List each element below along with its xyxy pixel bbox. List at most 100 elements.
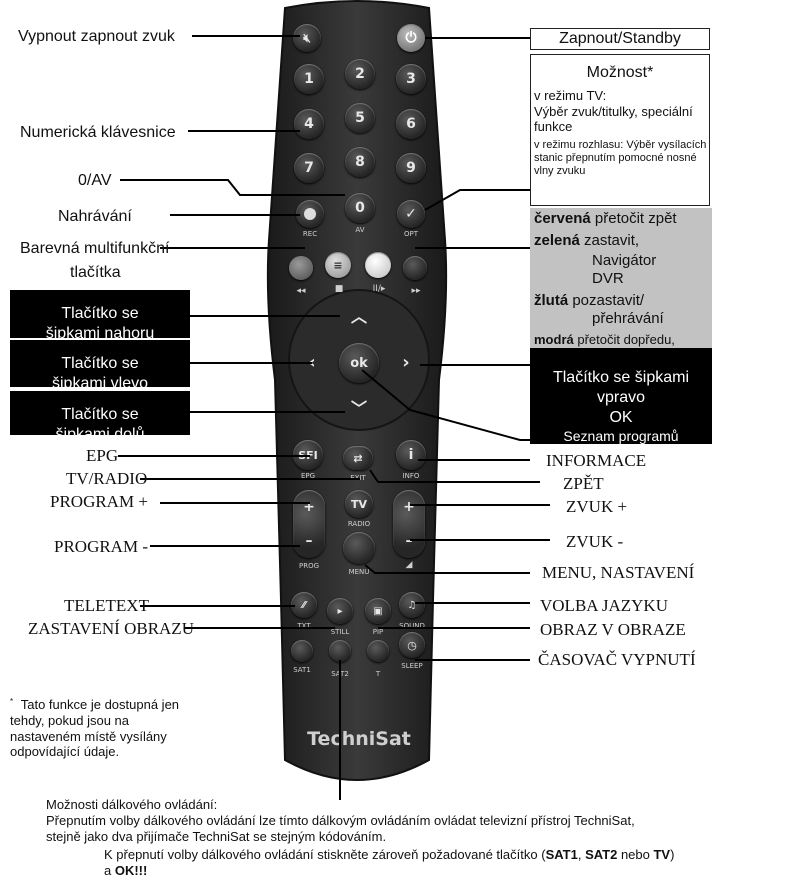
sfi-button[interactable]: SFI [293, 440, 323, 470]
mute-button[interactable]: 🔇︎ [293, 24, 321, 52]
digit-2-button[interactable]: 2 [345, 59, 375, 89]
check-icon: ✓ [405, 206, 417, 222]
sound-button[interactable]: ♫ [399, 592, 425, 618]
arrow-down-button[interactable]: ﹀ [341, 392, 377, 422]
list-icon: ≡ [333, 258, 343, 272]
brand-logo: TechniSat [307, 728, 411, 750]
sleep-button[interactable]: ◷ [399, 632, 425, 658]
forward-icon: ▸▸ [411, 286, 421, 296]
option-radio: v režimu rozhlasu: Výběr vysílacích stan… [531, 135, 709, 179]
digit-7-button[interactable]: 7 [294, 153, 324, 183]
minus-icon: – [405, 533, 413, 549]
bottom-line-1: Možnosti dálkového ovládání: [46, 797, 218, 812]
label-color-2: tlačítka [70, 264, 121, 281]
sat1-button[interactable] [291, 640, 313, 662]
label-vol-minus: ZVUK - [566, 532, 624, 551]
mute-icon: 🔇︎ [303, 30, 311, 45]
red-key-name: červená [534, 210, 591, 227]
vol-rocker[interactable]: + – [393, 490, 425, 558]
blue-button[interactable] [403, 256, 427, 280]
digit-8-button[interactable]: 8 [345, 147, 375, 177]
ok-ref: OK!!! [114, 863, 148, 878]
volume-icon: ◢ [405, 560, 413, 570]
digit-6-button[interactable]: 6 [396, 109, 426, 139]
pip-icon: ▣ [373, 605, 383, 617]
yellow-key-row: žlutá pozastavit/ [530, 288, 712, 310]
bottom-line-2: Přepnutím volby dálkového ovládání lze t… [46, 813, 635, 828]
label-ok-sub: Seznam programů [563, 428, 679, 444]
txt-button[interactable]: ⁄⁄ [291, 592, 317, 618]
menu-caption: MENU [348, 568, 370, 576]
footnote-text: Tato funkce je dostupná jen tehdy, pokud… [10, 697, 180, 760]
label-info: INFORMACE [546, 451, 647, 470]
label-menu: MENU, NASTAVENÍ [542, 563, 695, 582]
label-sleep: ČASOVAČ VYPNUTÍ [538, 650, 696, 669]
tv-ref: TV [653, 847, 671, 862]
stop-icon: ■ [334, 284, 344, 294]
bottom-line-3: stejně jako dva přijímače TechniSat se s… [46, 829, 387, 844]
green-key-text: zastavit, [579, 232, 640, 249]
still-button[interactable]: ▸ [327, 598, 353, 624]
menu-button[interactable] [343, 532, 375, 564]
chevron-down-icon: ﹀ [350, 399, 367, 418]
clock-icon: ◷ [407, 638, 417, 652]
rewind-icon: ◂◂ [296, 286, 306, 296]
zero-av-button[interactable]: 0 [345, 193, 375, 223]
label-epg: EPG [86, 446, 119, 465]
record-icon [304, 208, 316, 220]
label-vol-plus: ZVUK + [566, 497, 628, 516]
t-button[interactable] [367, 640, 389, 662]
option-box: Možnost* v režimu TV: Výběr zvuk/titulky… [530, 54, 710, 206]
digit-4-button[interactable]: 4 [294, 109, 324, 139]
yellow-button[interactable] [365, 252, 391, 278]
pause-play-icon: II/▸ [372, 284, 386, 294]
info-button[interactable]: i [396, 440, 426, 470]
remote-control: 🔇︎ ⏻ 1 2 3 4 5 6 7 8 9 REC 0 AV ✓ OPT ≡ … [263, 0, 451, 790]
exit-button[interactable]: ⇄ [343, 446, 373, 470]
prog-rocker[interactable]: + – [293, 490, 325, 558]
label-color-1: Barevná multifunkční [20, 240, 170, 257]
option-tv-head: v režimu TV: [534, 88, 607, 104]
color-keys-box: červená přetočit zpět zelená zastavit, N… [530, 208, 712, 348]
sound-icon: ♫ [407, 599, 417, 611]
sat1-caption: SAT1 [293, 666, 311, 674]
digit-1-button[interactable]: 1 [294, 64, 324, 94]
option-radio-head: v režimu rozhlasu: [534, 138, 624, 151]
digit-3-button[interactable]: 3 [396, 64, 426, 94]
label-back: ZPĚT [563, 474, 604, 493]
label-still: ZASTAVENÍ OBRAZU [28, 619, 194, 638]
av-caption: AV [355, 226, 365, 234]
label-pip: OBRAZ V OBRAZE [540, 620, 686, 639]
green-key-name: zelená [534, 232, 580, 249]
green-key-text-2: Navigátor [592, 252, 657, 269]
info-icon: i [408, 447, 414, 463]
green-key-row: zelená zastavit, [530, 230, 712, 252]
label-prog-minus: PROGRAM - [54, 537, 148, 556]
chevron-up-icon: ︿ [350, 307, 367, 326]
arrow-up-button[interactable]: ︿ [341, 300, 377, 330]
ok-button[interactable]: ok [339, 343, 379, 383]
plus-icon: + [303, 499, 315, 515]
rec-button[interactable] [296, 200, 324, 228]
sat2-button[interactable] [329, 640, 351, 662]
yellow-key-text: pozastavit/ [568, 292, 645, 309]
comma: , [577, 847, 586, 862]
blue-key-name: modrá [534, 332, 574, 347]
tv-radio-button[interactable]: TV [345, 490, 373, 518]
green-key-text-3: DVR [592, 270, 624, 287]
label-arrow-left: Tlačítko se šipkami vlevo [10, 340, 190, 387]
red-button[interactable] [289, 256, 313, 280]
power-button[interactable]: ⏻ [397, 24, 425, 52]
label-arrow-right: Tlačítko se šipkami vpravo [552, 369, 690, 406]
opt-button[interactable]: ✓ [397, 200, 425, 228]
back-arrows-icon: ⇄ [353, 451, 363, 465]
arrow-right-ok-box: Tlačítko se šipkami vpravo OK Seznam pro… [530, 348, 712, 444]
arrow-left-button[interactable]: ‹ [297, 346, 327, 378]
arrow-right-button[interactable]: › [391, 346, 421, 378]
green-button[interactable]: ≡ [325, 252, 351, 278]
pip-button[interactable]: ▣ [365, 598, 391, 624]
digit-5-button[interactable]: 5 [345, 103, 375, 133]
power-icon: ⏻ [405, 30, 417, 46]
epg-caption: EPG [300, 472, 316, 480]
digit-9-button[interactable]: 9 [396, 153, 426, 183]
